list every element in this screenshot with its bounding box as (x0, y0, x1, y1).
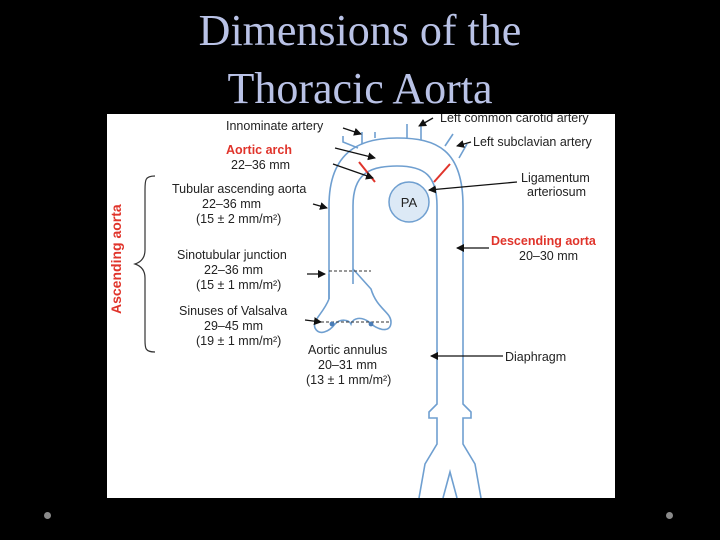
slide-title-line-2: Thoracic Aorta (227, 64, 493, 113)
level-lines (321, 270, 389, 323)
annulus-index: (13 ± 1 mm/m²) (306, 373, 391, 387)
sinotubular-index: (15 ± 1 mm/m²) (196, 278, 281, 292)
arch-measure-left (358, 161, 376, 183)
ascending-aorta-label: Ascending aorta (108, 204, 124, 314)
left-common-carotid-label: Left common carotid artery (440, 114, 589, 125)
descending-dim: 20–30 mm (519, 249, 578, 263)
annulus-points (329, 321, 374, 327)
bullet-right (666, 512, 673, 519)
aorta-diagram: PA Ascending aorta Innominate artery Lef… (108, 114, 597, 498)
bullet-left (44, 512, 51, 519)
descending-lower (418, 394, 482, 498)
sinuses-title: Sinuses of Valsalva (179, 304, 287, 318)
arch-measure-lines (358, 161, 451, 183)
left-subclavian-label: Left subclavian artery (473, 135, 593, 149)
slide-title: Dimensions of the Thoracic Aorta (0, 0, 720, 118)
diaphragm-label: Diaphragm (505, 350, 566, 364)
descending-title: Descending aorta (491, 234, 597, 248)
pa-label: PA (401, 195, 418, 210)
arch-measure-right (433, 163, 451, 183)
carotid-branch (406, 124, 422, 140)
aortic-arch-title: Aortic arch (226, 143, 292, 157)
aorta-diagram-panel: PA Ascending aorta Innominate artery Lef… (107, 114, 615, 498)
innominate-branch (342, 132, 376, 149)
ascending-brace (133, 175, 156, 353)
tubular-index: (15 ± 2 mm/m²) (196, 212, 281, 226)
pa-circle (388, 181, 430, 223)
sinus-bulge (313, 268, 392, 334)
annulus-dim: 20–31 mm (318, 358, 377, 372)
sinotubular-dim: 22–36 mm (204, 263, 263, 277)
ligamentum-label-1: Ligamentum (521, 171, 590, 185)
slide-title-line-1: Dimensions of the (198, 6, 522, 55)
tubular-title: Tubular ascending aorta (172, 182, 306, 196)
aorta-vessel (313, 124, 482, 498)
sinuses-index: (19 ± 1 mm/m²) (196, 334, 281, 348)
ligamentum-label-2: arteriosum (527, 185, 586, 199)
subclavian-branch (444, 133, 468, 159)
aorta-inner-wall (352, 165, 438, 394)
annotation-arrows (304, 117, 518, 360)
aortic-arch-dim: 22–36 mm (231, 158, 290, 172)
sinuses-dim: 29–45 mm (204, 319, 263, 333)
tubular-dim: 22–36 mm (202, 197, 261, 211)
annulus-title: Aortic annulus (308, 343, 387, 357)
aorta-outer-wall (328, 137, 464, 394)
innominate-label: Innominate artery (226, 119, 324, 133)
sinotubular-title: Sinotubular junction (177, 248, 287, 262)
